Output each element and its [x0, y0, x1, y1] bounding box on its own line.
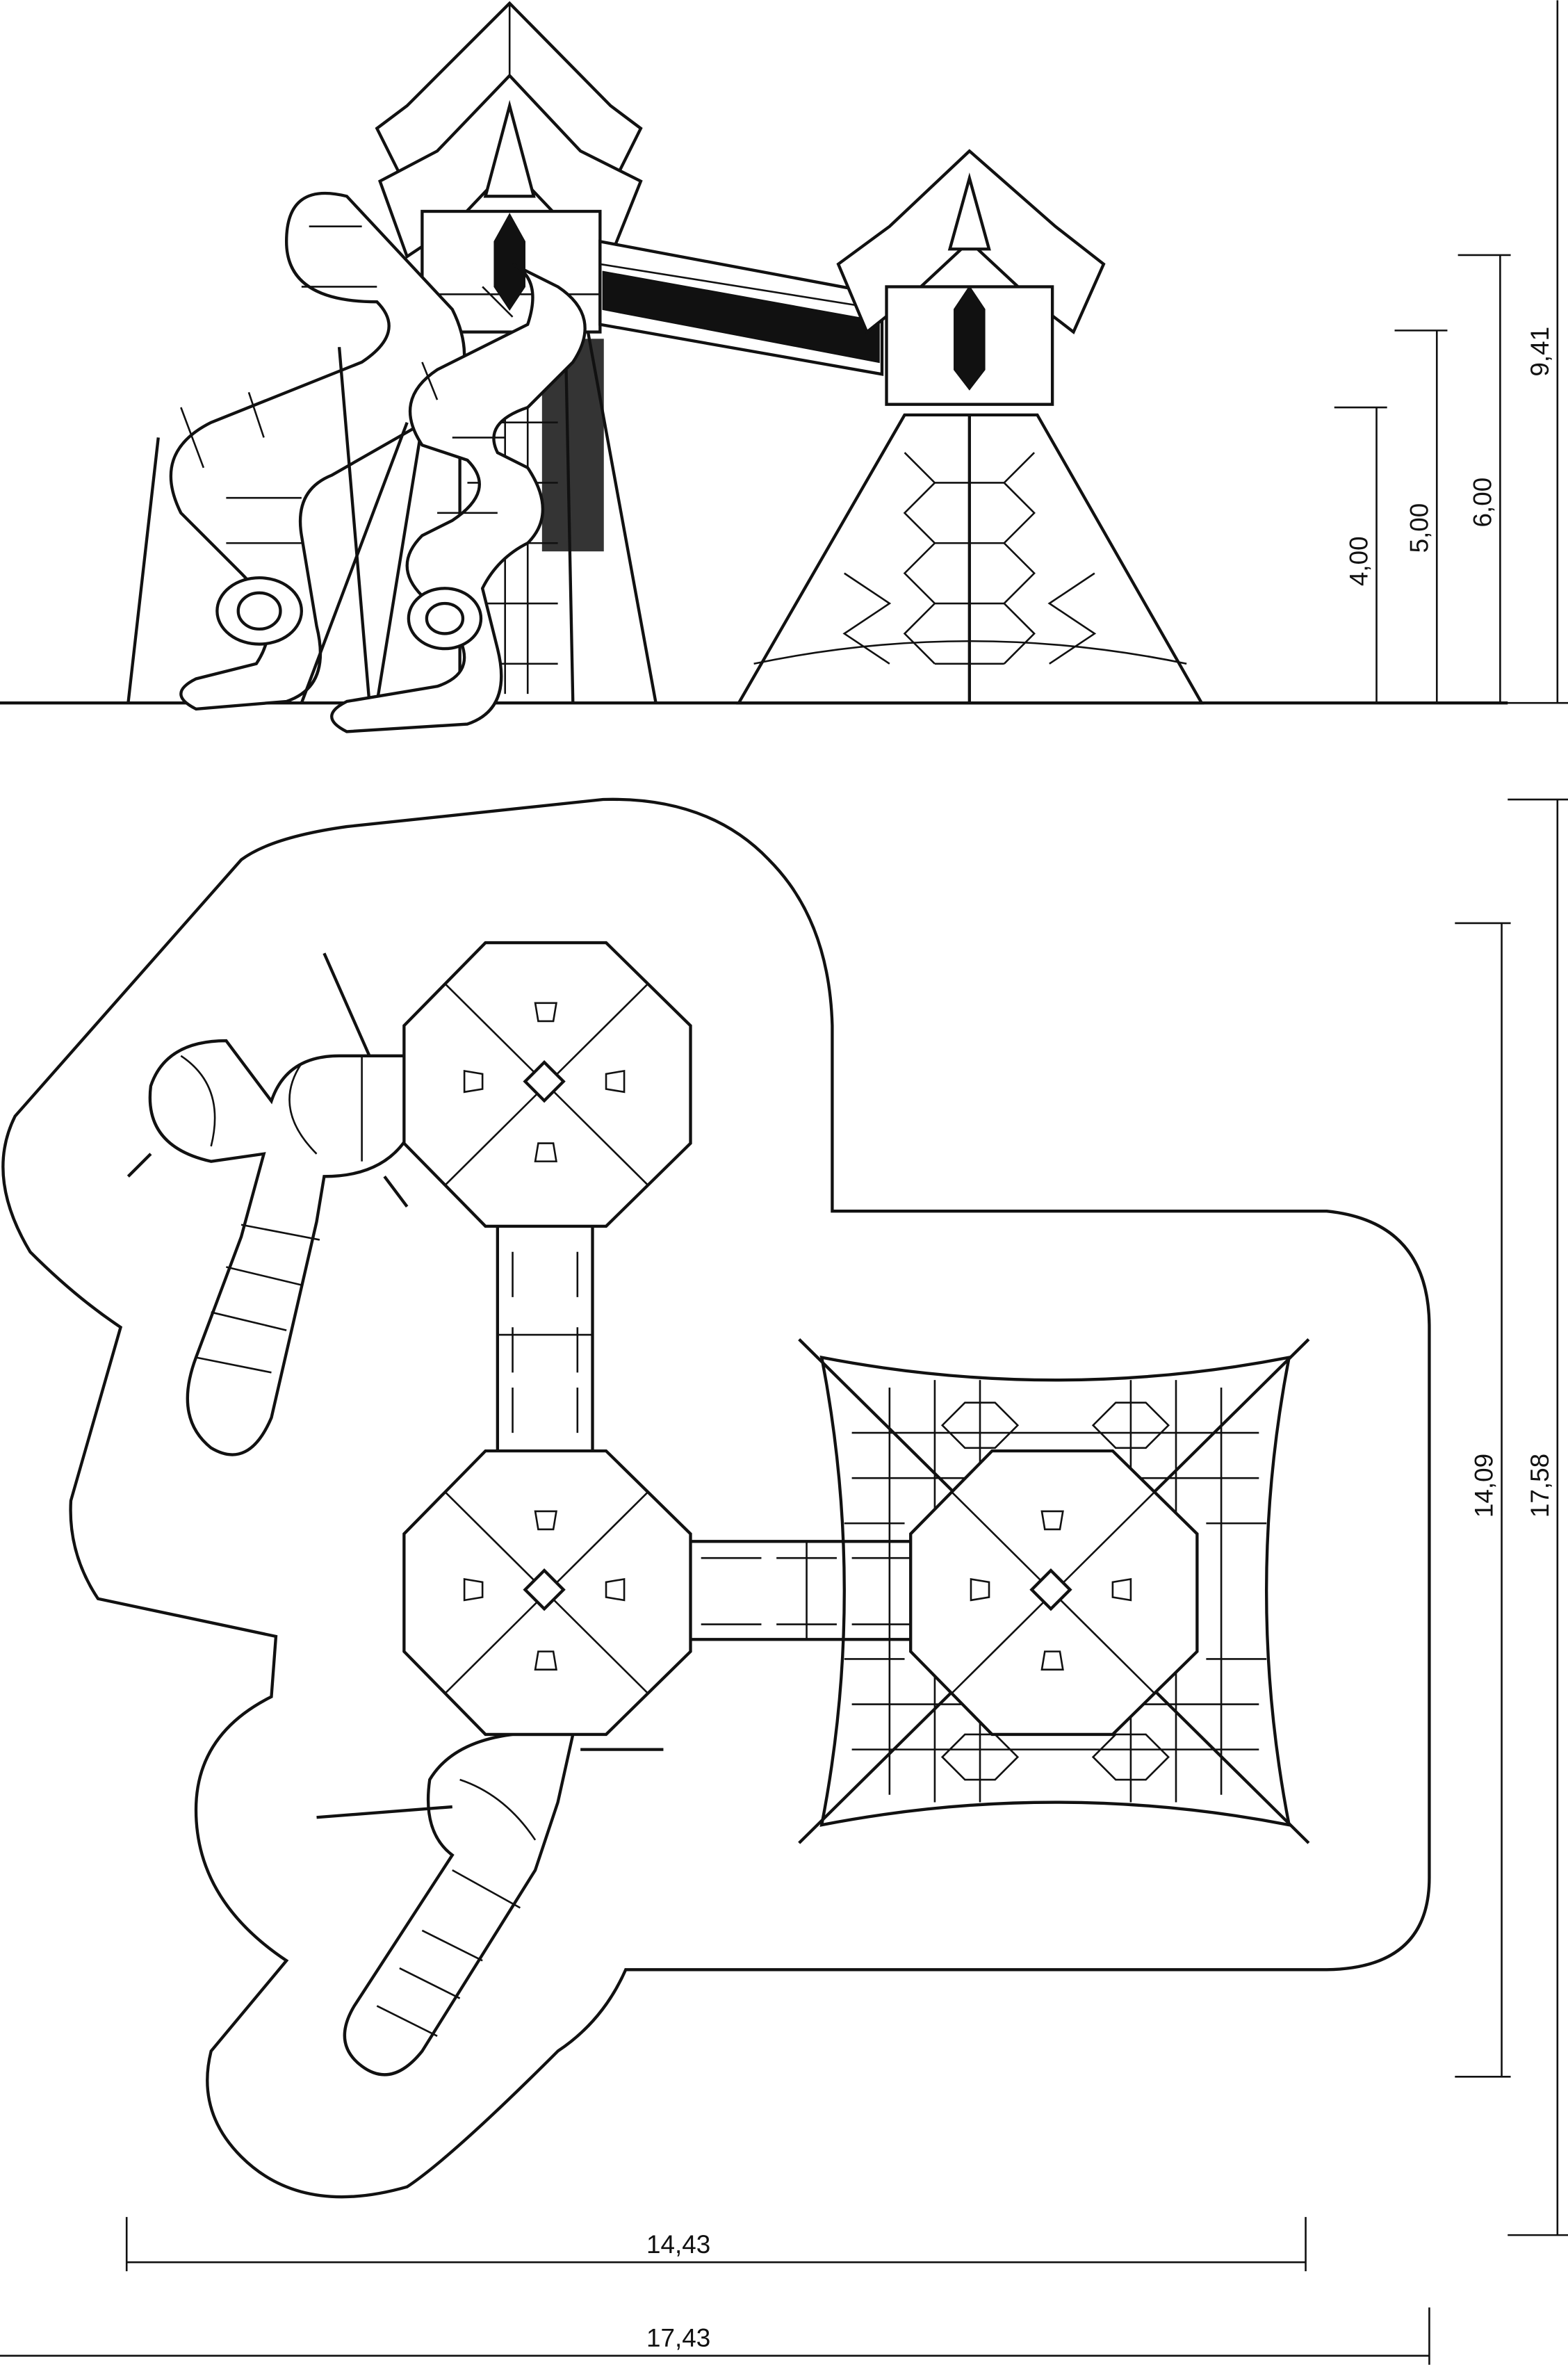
tower-right-elevation	[736, 149, 1204, 705]
tube-slide-center-elevation	[300, 262, 587, 733]
bridge-elevation	[598, 239, 884, 376]
width-inner-label: 14,43	[646, 2230, 710, 2259]
height-9-41-label: 9,41	[1526, 327, 1554, 377]
tube-slide-lower-plan	[316, 1732, 664, 2077]
plan-view	[1, 797, 1431, 2199]
depth-inner-label: 14,09	[1470, 1454, 1498, 1518]
height-dimensions: 4,00 5,00 6,00 9,41	[1334, 0, 1568, 704]
height-5-label: 5,00	[1405, 503, 1433, 553]
bridge-horizontal	[684, 1540, 929, 1641]
tower-plan-right	[909, 1449, 1199, 1737]
plan-dimensions: 14,09 17,58 14,43 17,43	[0, 798, 1568, 2365]
bridge-vertical	[496, 1220, 594, 1457]
tube-slide-left-elevation	[126, 191, 466, 711]
height-6-label: 6,00	[1468, 478, 1496, 528]
tower-plan-bottom-left	[402, 1449, 692, 1737]
safety-area-outline	[1, 797, 1431, 2199]
tower-plan-top	[402, 941, 692, 1228]
height-4-label: 4,00	[1344, 536, 1373, 586]
tube-slide-upper-plan	[126, 952, 416, 1456]
depth-outer-label: 17,58	[1526, 1454, 1554, 1518]
width-outer-label: 17,43	[646, 2324, 710, 2352]
side-elevation	[0, 1, 1508, 733]
